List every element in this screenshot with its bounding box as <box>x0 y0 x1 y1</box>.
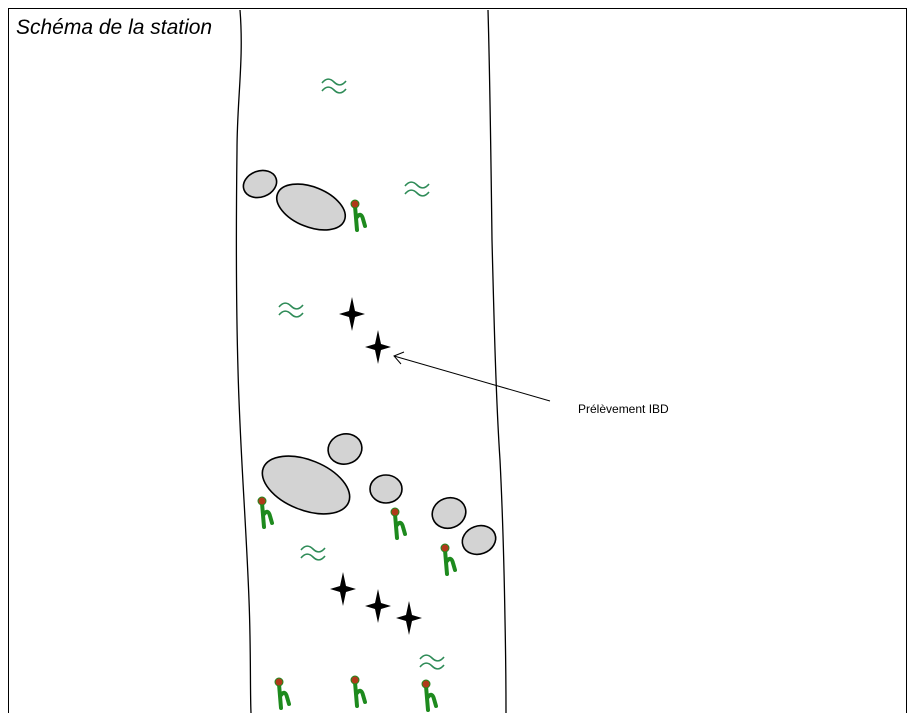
rock-icon <box>369 474 403 504</box>
diagram-title: Schéma de la station <box>16 16 213 39</box>
rock-icon <box>261 455 351 515</box>
plant-icon <box>439 542 457 576</box>
callout-label-ibd-sampling: Prélèvement IBD <box>578 402 669 416</box>
rock-icon <box>327 433 363 465</box>
wave-icon <box>404 181 430 197</box>
wave-icon <box>300 545 326 561</box>
callout-arrow <box>393 351 551 402</box>
plant-icon <box>389 506 407 540</box>
rock-icon <box>431 496 467 530</box>
plant-icon <box>349 198 367 232</box>
wave-icon <box>278 302 304 318</box>
rock-icon <box>242 169 278 199</box>
diagram-frame <box>8 8 907 713</box>
four-point-star-icon <box>365 589 391 623</box>
plant-icon <box>273 676 291 710</box>
four-point-star-icon <box>339 297 365 331</box>
four-point-star-icon <box>365 330 391 364</box>
four-point-star-icon <box>330 572 356 606</box>
wave-icon <box>419 654 445 670</box>
plant-icon <box>349 674 367 708</box>
four-point-star-icon <box>396 601 422 635</box>
rock-icon <box>275 183 347 231</box>
plant-icon <box>256 495 274 529</box>
river-right-bank <box>487 9 507 713</box>
rock-icon <box>461 524 497 556</box>
river-left-bank <box>235 9 252 713</box>
plant-icon <box>420 678 438 712</box>
wave-icon <box>321 78 347 94</box>
